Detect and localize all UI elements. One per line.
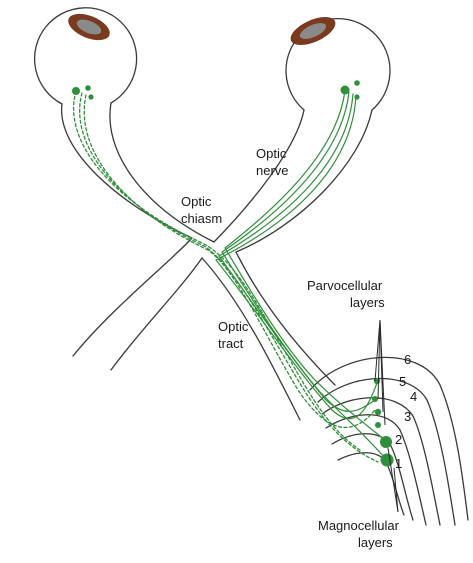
right-eye-fiber-1 bbox=[225, 90, 385, 440]
right-eye bbox=[286, 11, 390, 110]
lgn-layer-5 bbox=[318, 378, 455, 525]
lgn-cell-layer-4 bbox=[375, 409, 381, 415]
left-eye bbox=[35, 8, 137, 104]
left-eye-crossed-fiber-1 bbox=[74, 91, 360, 450]
left-iris bbox=[64, 9, 113, 46]
retinal-fibers bbox=[74, 90, 385, 462]
parvocellular-label: Parvocellular layers bbox=[307, 278, 385, 310]
optic-chiasm-label: Optic chiasm bbox=[181, 194, 222, 226]
optic-tract-label: Optic tract bbox=[218, 319, 249, 351]
right-tract-lower-outline bbox=[202, 258, 300, 420]
lgn-cell-layer-3 bbox=[375, 422, 381, 428]
magnocellular-label: Magnocellular layers bbox=[318, 518, 400, 550]
optic-nerve-label-line1: Optic bbox=[256, 146, 287, 161]
optic-nerve-label: Optic nerve bbox=[256, 146, 289, 178]
layer-number-3: 3 bbox=[404, 409, 411, 424]
right-tract-upper-outline bbox=[236, 252, 335, 385]
parvocellular-label-line1: Parvocellular bbox=[307, 278, 383, 293]
parvocellular-label-line2: layers bbox=[350, 295, 385, 310]
lgn-cell-layer-5 bbox=[372, 396, 378, 402]
magnocellular-label-line2: layers bbox=[358, 535, 393, 550]
optic-tract-label-line2: tract bbox=[218, 336, 244, 351]
right-eye-fiber-3 bbox=[219, 94, 378, 411]
magnocellular-label-line1: Magnocellular bbox=[318, 518, 400, 533]
optic-chiasm-label-line2: chiasm bbox=[181, 211, 222, 226]
layer-number-4: 4 bbox=[410, 389, 417, 404]
lgn-layer-3 bbox=[326, 415, 426, 525]
layer-number-1: 1 bbox=[395, 456, 402, 471]
layer-numbers: 6 5 4 3 2 1 bbox=[395, 352, 417, 471]
lgn-cell-layer-1 bbox=[381, 454, 394, 467]
optic-tract-label-line1: Optic bbox=[218, 319, 249, 334]
lgn-cell-layer-2 bbox=[380, 436, 392, 448]
right-eye-fiber-4 bbox=[216, 96, 378, 419]
optic-nerve-label-line2: nerve bbox=[256, 163, 289, 178]
left-tract-outline bbox=[111, 258, 202, 370]
right-retina-ganglion-cells bbox=[341, 80, 360, 99]
right-iris bbox=[287, 11, 340, 51]
right-eye-fiber-2 bbox=[222, 92, 385, 458]
layer-number-6: 6 bbox=[404, 352, 411, 367]
optic-chiasm-label-line1: Optic bbox=[181, 194, 212, 209]
right-nerve-outer-outline bbox=[236, 110, 372, 252]
layer-number-5: 5 bbox=[399, 374, 406, 389]
layer-number-2: 2 bbox=[395, 432, 402, 447]
